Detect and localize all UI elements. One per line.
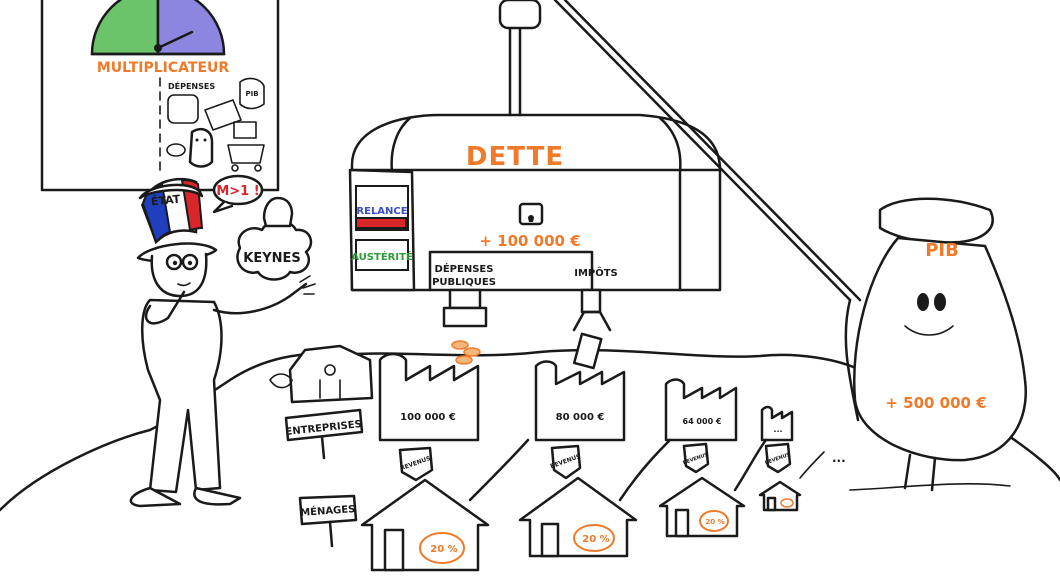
menages-label: MÉNAGES	[300, 502, 356, 519]
piggy-bank-1	[419, 532, 465, 564]
piggy-bank-4	[780, 498, 794, 508]
austerite-panel	[355, 239, 409, 271]
pib-bag: PIB + 500 000 €	[853, 197, 1027, 492]
house-2: 20 %	[518, 476, 638, 558]
factory-4-amount: ...	[773, 425, 782, 434]
menages-sign: MÉNAGES	[298, 494, 358, 548]
multiplicateur-poster: MULTIPLICATEUR DÉPENSES PIB	[40, 0, 280, 192]
rope	[553, 0, 852, 302]
factory-1-amount: 100 000 €	[400, 412, 456, 423]
speech-text: M>1 !	[216, 184, 259, 199]
factory-1: 100 000 €	[378, 352, 480, 442]
house-2-piggy-label: 20 %	[582, 534, 609, 545]
revenus-tag-3: REVENUS	[682, 442, 709, 474]
house-3-piggy-label: 20 %	[705, 518, 724, 526]
revenus-tag-2: REVENUS	[549, 444, 582, 480]
pib-bag-amount: + 500 000 €	[885, 394, 986, 412]
piggy-bank-2	[573, 524, 615, 552]
poster-title: MULTIPLICATEUR	[97, 60, 230, 76]
city-hall	[269, 344, 374, 404]
factory-3-amount: 64 000 €	[683, 417, 722, 426]
poster-sketches: PIB	[166, 77, 265, 172]
chest-amount: + 100 000 €	[479, 232, 580, 250]
keynes-thought-cloud: KEYNES	[236, 196, 313, 281]
ellipsis: ...	[832, 451, 846, 465]
house-4	[758, 480, 802, 512]
house-1: 20 %	[360, 478, 490, 572]
house-1-piggy-label: 20 %	[430, 544, 457, 555]
entreprises-sign: ENTREPRISES	[284, 408, 364, 460]
factory-4: ...	[760, 405, 794, 442]
etat-hat-label: ÉTAT	[150, 192, 181, 208]
depenses-publiques-label-2: PUBLIQUES	[432, 277, 496, 288]
factory-2: 80 000 €	[534, 360, 626, 442]
lever-handle	[355, 217, 407, 229]
poster-pib-label: PIB	[245, 90, 258, 98]
austerite-label: AUSTÉRITÉ	[351, 250, 413, 263]
gauge-needle	[156, 30, 194, 50]
house-3: 20 %	[658, 476, 746, 538]
depenses-publiques-label-1: DÉPENSES	[435, 262, 494, 275]
impots-label: IMPÔTS	[574, 266, 618, 279]
factory-2-amount: 80 000 €	[556, 412, 605, 423]
revenus-tag-4: REVENUS	[764, 442, 791, 474]
etat-character: ÉTAT	[129, 177, 316, 508]
dette-chest: DETTE + 100 000 € RELANCE AUSTÉRITÉ DÉPE…	[348, 0, 722, 370]
factory-3: 64 000 €	[664, 378, 738, 442]
coins	[451, 340, 481, 365]
chest-title: DETTE	[466, 142, 564, 172]
revenus-tag-1: REVENUS	[398, 446, 434, 482]
keynes-speech-bubble: M>1 !	[212, 174, 264, 214]
piggy-bank-3	[699, 510, 729, 532]
poster-depenses-label: DÉPENSES	[168, 80, 215, 91]
keynes-label: KEYNES	[243, 251, 301, 266]
relance-label: RELANCE	[356, 206, 407, 217]
pib-bag-label: PIB	[925, 240, 959, 261]
